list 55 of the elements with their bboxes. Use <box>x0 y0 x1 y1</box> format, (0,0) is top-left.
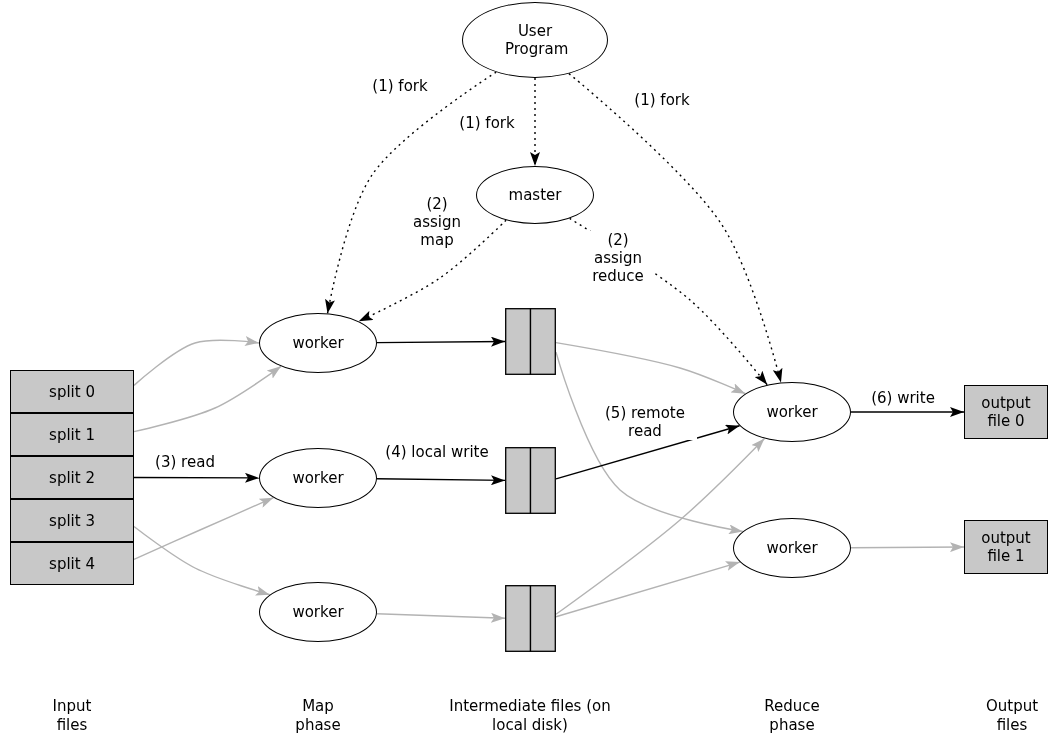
arrow <box>376 612 506 623</box>
dotted-arrow <box>325 71 497 315</box>
arrow <box>850 542 965 553</box>
column-label: Input files <box>51 697 93 735</box>
node-label: split 0 <box>49 382 95 401</box>
file-box <box>10 499 134 542</box>
file-box <box>10 542 134 585</box>
arrow <box>555 424 741 480</box>
arrow <box>133 525 271 596</box>
arrow <box>133 472 260 483</box>
arrow <box>555 561 741 618</box>
node-label: output file 1 <box>980 529 1032 565</box>
arrow <box>555 341 746 395</box>
edge-label: (1) fork <box>370 77 430 95</box>
column-label: Output files <box>984 697 1040 735</box>
dotted-arrow <box>568 72 783 384</box>
column-label: Reduce phase <box>763 697 821 735</box>
node-label: output file 0 <box>980 394 1032 430</box>
file-box <box>964 520 1048 574</box>
edge-label: (4) local write <box>383 443 491 461</box>
intermediate-file-box <box>505 308 556 375</box>
node-label: split 2 <box>49 468 95 487</box>
arrow <box>376 475 506 486</box>
edge-label: (6) write <box>869 389 937 407</box>
arrow <box>376 336 506 347</box>
file-box <box>10 413 134 456</box>
arrow <box>133 496 275 561</box>
column-label: Map phase <box>294 697 342 735</box>
node-label: User Program <box>505 22 565 58</box>
node-label: split 1 <box>49 425 95 444</box>
node-label: worker <box>292 334 344 352</box>
edge-label: (1) fork <box>632 91 692 109</box>
arrow <box>133 365 282 433</box>
dotted-arrow <box>358 219 507 322</box>
dotted-arrow <box>530 77 540 167</box>
node-label: worker <box>292 469 344 487</box>
column-label: Intermediate files (on local disk) <box>448 697 612 735</box>
arrow <box>133 336 260 387</box>
file-box <box>10 456 134 499</box>
intermediate-file-box <box>505 585 556 652</box>
node-label: master <box>508 186 562 204</box>
edge-label: (1) fork <box>457 114 517 132</box>
node-label: worker <box>766 539 818 557</box>
arrow <box>850 407 965 417</box>
file-box <box>964 385 1048 439</box>
arrow <box>555 437 766 615</box>
intermediate-file-box <box>505 447 556 514</box>
process-ellipse <box>733 382 851 442</box>
node-label: worker <box>766 403 818 421</box>
node-label: split 3 <box>49 511 95 530</box>
process-ellipse <box>733 518 851 578</box>
node-label: worker <box>292 603 344 621</box>
edge-label: (3) read <box>153 453 217 471</box>
file-box <box>10 370 134 413</box>
node-label: split 4 <box>49 554 95 573</box>
